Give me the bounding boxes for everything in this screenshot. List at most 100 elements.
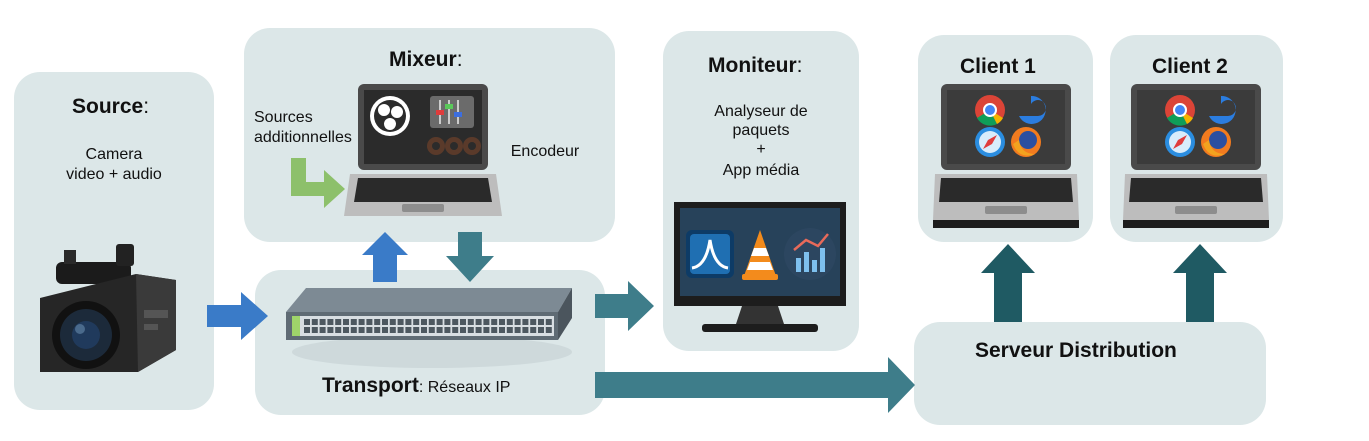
edge-icon [1019, 95, 1046, 124]
switch-port [444, 327, 451, 333]
switch-port [467, 319, 474, 325]
network-switch-icon [286, 288, 572, 368]
switch-port [405, 319, 412, 325]
arrow-mixer-to-transport [446, 232, 494, 282]
switch-port [428, 327, 435, 333]
switch-port [499, 327, 505, 333]
arrow-transport-to-mixer [362, 232, 408, 282]
switch-port [522, 319, 529, 325]
switch-port [327, 319, 334, 325]
mixer-title: Mixeur: [389, 48, 463, 72]
safari-icon [975, 127, 1005, 157]
switch-port [389, 319, 396, 325]
switch-port [304, 327, 310, 333]
arrow-distribution-to-client2 [1173, 244, 1227, 322]
switch-port [343, 319, 349, 325]
source-line2: video + audio [66, 166, 162, 183]
switch-port [397, 319, 404, 325]
video-camera-icon [40, 244, 176, 372]
switch-port [506, 327, 513, 333]
safari-icon [1165, 127, 1195, 157]
source-title: Source: [72, 95, 149, 119]
switch-port [491, 319, 498, 325]
mixer-sources-label-1: Sources [254, 109, 313, 126]
switch-port [335, 319, 342, 325]
switch-port [319, 319, 326, 325]
arrow-transport-to-monitor [595, 281, 654, 331]
switch-port [358, 319, 365, 325]
switch-port [514, 319, 521, 325]
switch-port [514, 327, 521, 333]
switch-port [538, 327, 544, 333]
source-title-text: Source [72, 95, 144, 118]
arrow-transport-to-distribution [595, 357, 915, 413]
switch-port [545, 327, 552, 333]
switch-port [530, 327, 537, 333]
mixer-title-text: Mixeur [389, 48, 457, 71]
switch-port [460, 327, 466, 333]
switch-port [311, 319, 318, 325]
analytics-icon [784, 228, 836, 280]
monitor-title-text: Moniteur [708, 54, 797, 77]
monitor-title-colon: : [796, 54, 803, 77]
arrow-additional-sources [291, 158, 345, 208]
firefox-icon [1201, 127, 1231, 157]
monitor-line3: + [756, 141, 766, 158]
switch-port [413, 319, 420, 325]
source-title-colon: : [143, 95, 150, 118]
switch-port [475, 327, 482, 333]
obs-logo-icon [370, 96, 410, 136]
switch-port [545, 319, 552, 325]
switch-port [350, 327, 357, 333]
switch-port [327, 327, 334, 333]
switch-port [374, 327, 381, 333]
switch-port [389, 327, 396, 333]
switch-port [382, 327, 388, 333]
transport-title-text: Transport [322, 374, 419, 397]
switch-port [335, 327, 342, 333]
switch-port [491, 327, 498, 333]
chrome-icon [975, 95, 1005, 126]
mixer-title-colon: : [456, 48, 463, 71]
switch-ports [304, 319, 552, 333]
switch-port [436, 327, 443, 333]
switch-port [405, 327, 412, 333]
source-line1: Camera [85, 146, 143, 163]
laptop-icon [344, 84, 502, 216]
distribution-box [914, 322, 1266, 425]
client2-laptop-icon [1123, 84, 1269, 228]
vlc-icon [742, 230, 778, 280]
arrow-distribution-to-client1 [981, 244, 1035, 322]
switch-port [350, 319, 357, 325]
switch-port [413, 327, 420, 333]
switch-port [421, 327, 427, 333]
switch-port [319, 327, 326, 333]
mixer-encoder-label: Encodeur [510, 143, 580, 160]
switch-port [358, 327, 365, 333]
switch-port [499, 319, 505, 325]
chrome-icon [1165, 95, 1195, 126]
switch-port [304, 319, 310, 325]
client2-title: Client 2 [1152, 55, 1228, 78]
firefox-icon [1011, 127, 1041, 157]
switch-port [343, 327, 349, 333]
switch-port [467, 327, 474, 333]
edge-icon [1209, 95, 1236, 124]
switch-port [522, 327, 529, 333]
switch-port [444, 319, 451, 325]
transport-subtitle: : Réseaux IP [418, 379, 511, 396]
mixer-sources-label-2: additionnelles [254, 129, 352, 146]
switch-port [483, 319, 490, 325]
client1-laptop-icon [933, 84, 1079, 228]
switch-port [436, 319, 443, 325]
switch-port [538, 319, 544, 325]
switch-port [460, 319, 466, 325]
client1-title: Client 1 [960, 55, 1036, 78]
switch-port [506, 319, 513, 325]
switch-port [366, 327, 373, 333]
switch-port [452, 319, 459, 325]
switch-port [374, 319, 381, 325]
switch-port [530, 319, 537, 325]
monitor-title: Moniteur: [708, 54, 803, 78]
transport-title: Transport: Réseaux IP [322, 374, 510, 398]
